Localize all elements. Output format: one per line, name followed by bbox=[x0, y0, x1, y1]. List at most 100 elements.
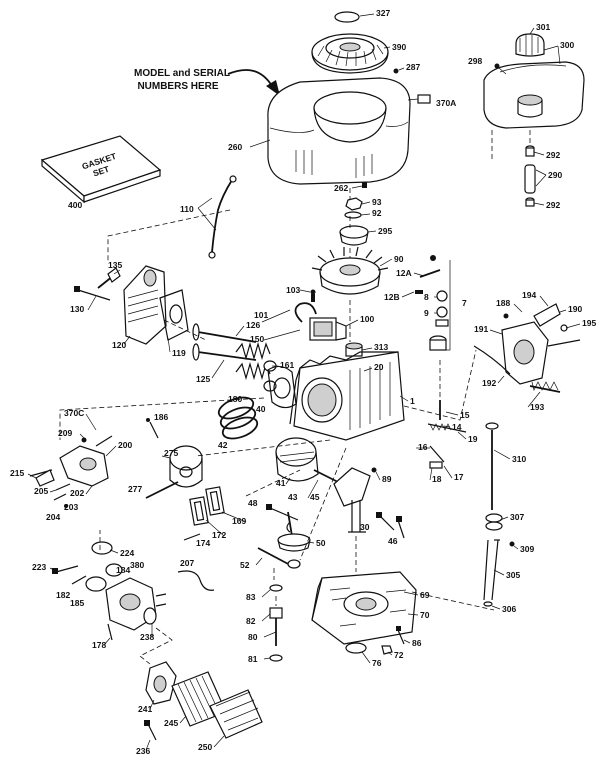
callout-110: 110 bbox=[180, 204, 194, 214]
callout-40: 40 bbox=[256, 404, 266, 414]
rewind-starter bbox=[311, 33, 389, 71]
callout-130: 130 bbox=[70, 304, 84, 314]
intake-gaskets bbox=[183, 486, 225, 541]
callout-250: 250 bbox=[198, 742, 212, 752]
callout-52: 52 bbox=[240, 560, 250, 570]
ground-wire bbox=[208, 175, 237, 259]
callout-120: 120 bbox=[112, 340, 126, 350]
callout-178: 178 bbox=[92, 640, 106, 650]
callout-70: 70 bbox=[420, 610, 430, 620]
blower-housing-group bbox=[267, 11, 431, 188]
fuel-tank-group bbox=[483, 33, 585, 129]
callout-390: 390 bbox=[392, 42, 406, 52]
callout-16: 16 bbox=[418, 442, 428, 452]
cylinder-head bbox=[123, 265, 167, 345]
callout-43: 43 bbox=[288, 492, 298, 502]
callout-204: 204 bbox=[46, 512, 60, 522]
callout-191: 191 bbox=[474, 324, 488, 334]
callout-14: 14 bbox=[452, 422, 462, 432]
callout-1: 1 bbox=[410, 396, 415, 406]
callout-72: 72 bbox=[394, 650, 404, 660]
callout-370c: 370C bbox=[64, 408, 84, 418]
assembly-lines bbox=[59, 130, 495, 665]
starter-cap bbox=[334, 11, 360, 23]
callout-83: 83 bbox=[246, 592, 256, 602]
ignition-group bbox=[294, 289, 347, 341]
callout-292-top: 292 bbox=[546, 150, 560, 160]
note-arrowhead bbox=[266, 80, 280, 96]
callout-20: 20 bbox=[374, 362, 384, 372]
callout-7: 7 bbox=[462, 298, 467, 308]
cylinder-head-group bbox=[74, 265, 189, 345]
callout-224: 224 bbox=[120, 548, 134, 558]
callout-193: 193 bbox=[530, 402, 544, 412]
callout-287: 287 bbox=[406, 62, 420, 72]
callout-209: 209 bbox=[58, 428, 72, 438]
callout-92: 92 bbox=[372, 208, 382, 218]
callout-9: 9 bbox=[424, 308, 429, 318]
callout-90: 90 bbox=[394, 254, 404, 264]
callout-19: 19 bbox=[468, 434, 478, 444]
callout-200: 200 bbox=[118, 440, 132, 450]
dipstick-tube-group bbox=[483, 422, 515, 607]
valve-group bbox=[192, 323, 277, 392]
callout-207: 207 bbox=[180, 558, 194, 568]
camshaft bbox=[257, 511, 311, 569]
callout-18: 18 bbox=[432, 474, 442, 484]
model-serial-note: MODEL and SERIAL NUMBERS HERE bbox=[134, 68, 280, 96]
crankshaft bbox=[333, 467, 371, 533]
callout-241: 241 bbox=[138, 704, 152, 714]
callout-301: 301 bbox=[536, 22, 550, 32]
callout-174: 174 bbox=[196, 538, 210, 548]
callout-126: 126 bbox=[246, 320, 260, 330]
callout-275: 275 bbox=[164, 448, 178, 458]
callout-194: 194 bbox=[522, 290, 536, 300]
leader-lines bbox=[27, 13, 581, 751]
callout-202: 202 bbox=[70, 488, 84, 498]
callout-295: 295 bbox=[378, 226, 392, 236]
callout-236: 236 bbox=[136, 746, 150, 756]
callout-46: 46 bbox=[388, 536, 398, 546]
callout-86: 86 bbox=[412, 638, 422, 648]
callout-195: 195 bbox=[582, 318, 596, 328]
crankcase-sump bbox=[311, 571, 417, 655]
control-bracket-group bbox=[473, 303, 581, 393]
callout-76: 76 bbox=[372, 658, 382, 668]
callout-188: 188 bbox=[496, 298, 510, 308]
callout-89: 89 bbox=[382, 474, 392, 484]
callout-8: 8 bbox=[424, 292, 429, 302]
callout-300: 300 bbox=[560, 40, 574, 50]
callout-215: 215 bbox=[10, 468, 24, 478]
callout-81: 81 bbox=[248, 654, 258, 664]
callout-45-connrod: 45 bbox=[310, 492, 320, 502]
callout-298: 298 bbox=[468, 56, 482, 66]
callout-15: 15 bbox=[460, 410, 470, 420]
callout-12a: 12A bbox=[396, 268, 412, 278]
callout-42: 42 bbox=[218, 440, 228, 450]
callout-245: 245 bbox=[164, 718, 178, 728]
carburetor-upper bbox=[29, 418, 159, 508]
callout-223: 223 bbox=[32, 562, 46, 572]
callout-135: 135 bbox=[108, 260, 122, 270]
callout-192: 192 bbox=[482, 378, 496, 388]
callout-101: 101 bbox=[254, 310, 268, 320]
callout-50: 50 bbox=[316, 538, 326, 548]
note-line-1: MODEL and SERIAL bbox=[134, 68, 230, 79]
air-filter-group bbox=[144, 661, 263, 741]
callout-380: 380 bbox=[130, 560, 144, 570]
callout-306: 306 bbox=[502, 604, 516, 614]
callout-30: 30 bbox=[360, 522, 370, 532]
callout-172: 172 bbox=[212, 530, 226, 540]
callout-80: 80 bbox=[248, 632, 258, 642]
callout-186-upper: 186 bbox=[154, 412, 168, 422]
callout-125: 125 bbox=[196, 374, 210, 384]
pto-parts bbox=[269, 584, 283, 662]
callout-17: 17 bbox=[454, 472, 464, 482]
callout-262: 262 bbox=[334, 183, 348, 193]
callout-190: 190 bbox=[568, 304, 582, 314]
callout-305: 305 bbox=[506, 570, 520, 580]
blower-housing bbox=[267, 77, 411, 185]
callout-119: 119 bbox=[172, 348, 186, 358]
callout-93: 93 bbox=[372, 197, 382, 207]
